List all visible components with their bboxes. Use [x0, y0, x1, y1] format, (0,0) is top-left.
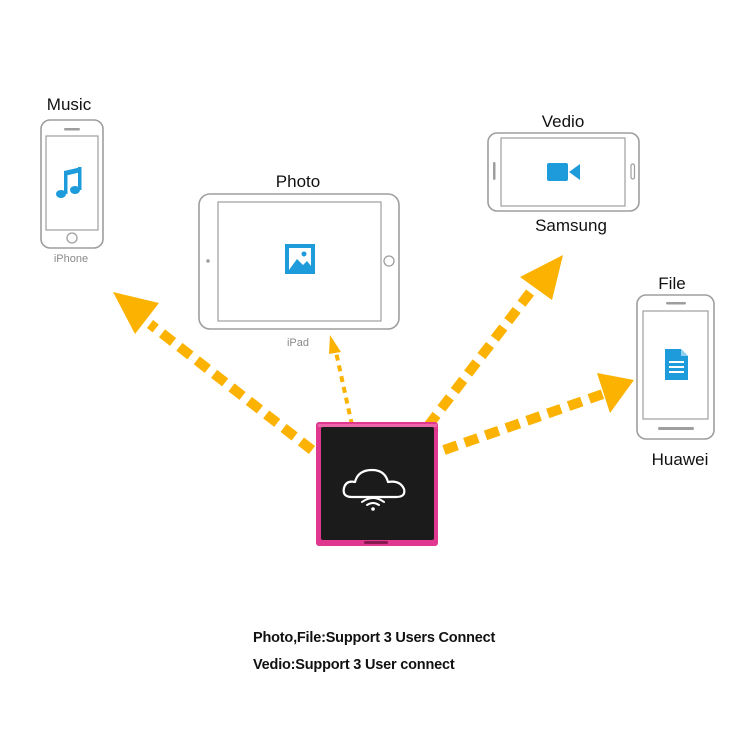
arrow-to-ipad — [329, 335, 354, 426]
ipad-label: iPad — [286, 337, 310, 349]
iphone-device — [40, 119, 104, 249]
arrow-to-iphone — [113, 292, 316, 454]
wifi-cloud-icon — [342, 468, 406, 511]
music-note-icon — [56, 167, 82, 198]
ipad-device — [198, 193, 400, 330]
caption-line-2: Vedio:Support 3 User connect — [253, 657, 455, 673]
image-icon — [285, 244, 315, 274]
caption-line-1: Photo,File:Support 3 Users Connect — [253, 630, 496, 646]
arrow-to-samsung — [424, 255, 563, 430]
video-camera-icon — [547, 163, 580, 181]
samsung-device — [487, 132, 640, 212]
music-label: Music — [46, 95, 92, 114]
file-label: File — [658, 274, 686, 293]
document-icon — [665, 349, 688, 380]
arrow-to-huawei — [442, 373, 634, 455]
huawei-device — [636, 294, 715, 440]
photo-label: Photo — [275, 172, 321, 191]
samsung-label: Samsung — [535, 216, 607, 235]
vedio-label: Vedio — [541, 112, 585, 131]
huawei-label: Huawei — [651, 450, 709, 469]
wifi-hub-device — [316, 422, 438, 546]
iphone-label: iPhone — [53, 253, 89, 265]
